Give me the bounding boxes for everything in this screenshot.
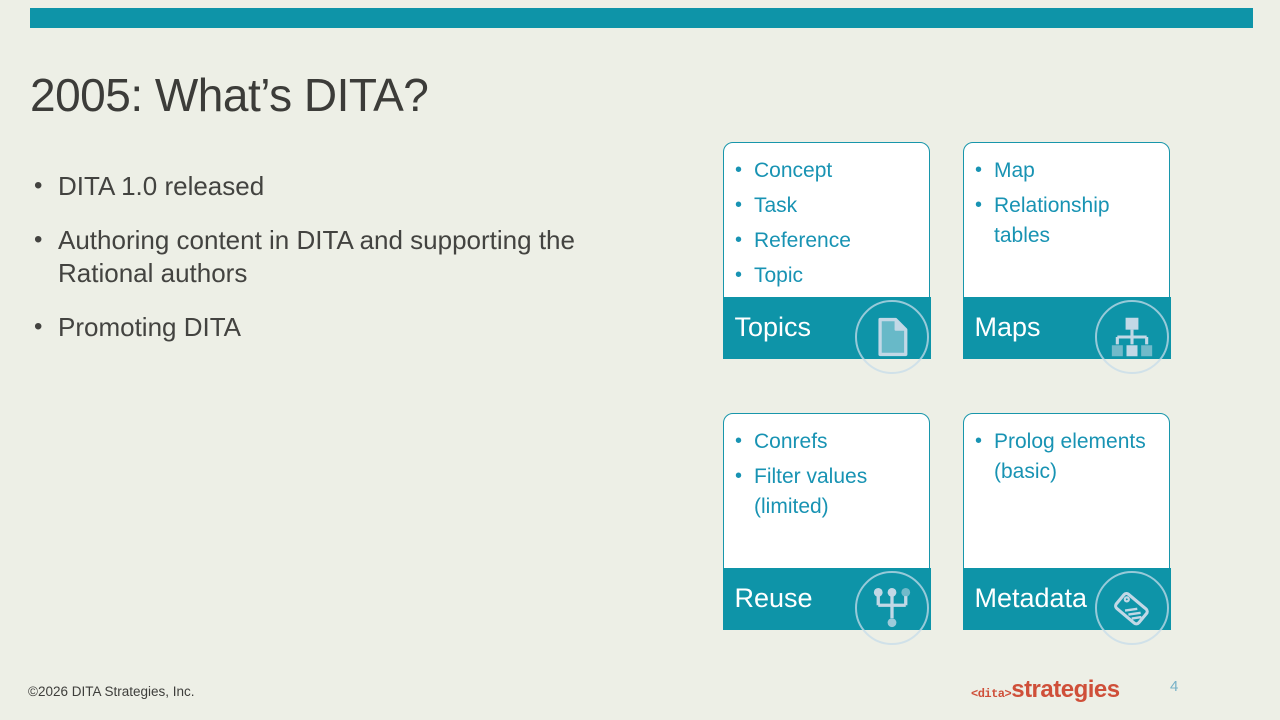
- card-list-item: Prolog elements (basic): [974, 426, 1163, 487]
- bullet-list: DITA 1.0 released Authoring content in D…: [32, 169, 672, 365]
- card-metadata-label: Metadata: [974, 583, 1088, 613]
- footer-copyright: ©2026 DITA Strategies, Inc.: [28, 684, 195, 699]
- card-maps-label: Maps: [974, 312, 1041, 342]
- card-list-item: Map: [974, 155, 1163, 186]
- card-list-item: Task: [734, 190, 923, 221]
- slide-title: 2005: What’s DITA?: [30, 69, 429, 121]
- card-list-item: Topic: [734, 260, 923, 291]
- card-list-item: Concept: [734, 155, 923, 186]
- card-topics: Concept Task Reference Topic Topics: [722, 142, 931, 374]
- feature-cards-grid: Concept Task Reference Topic Topics Map …: [722, 142, 1171, 645]
- card-topics-list: Concept Task Reference Topic: [724, 143, 929, 291]
- card-list-item: Filter values (limited): [734, 461, 923, 522]
- bullet-item: DITA 1.0 released: [32, 169, 672, 203]
- bullet-item: Authoring content in DITA and supporting…: [32, 223, 672, 290]
- card-reuse-list: Conrefs Filter values (limited): [724, 414, 929, 522]
- card-metadata-list: Prolog elements (basic): [964, 414, 1169, 487]
- card-list-item: Reference: [734, 225, 923, 256]
- sitemap-icon: [1095, 300, 1169, 374]
- document-icon: [855, 300, 929, 374]
- card-reuse: Conrefs Filter values (limited) Reuse: [722, 413, 931, 645]
- logo-strategies-text: strategies: [1011, 676, 1120, 703]
- card-maps-list: Map Relationship tables: [964, 143, 1169, 251]
- merge-icon: [855, 571, 929, 645]
- card-topics-label: Topics: [734, 312, 812, 342]
- card-reuse-label: Reuse: [734, 583, 813, 613]
- card-list-item: Conrefs: [734, 426, 923, 457]
- bullet-item: Promoting DITA: [32, 310, 672, 344]
- top-accent-band: [30, 8, 1253, 28]
- dita-strategies-logo: <dita>strategies: [971, 676, 1120, 704]
- card-list-item: Relationship tables: [974, 190, 1163, 251]
- tag-icon: [1095, 571, 1169, 645]
- logo-dita-tag: <dita>: [971, 687, 1012, 701]
- page-number: 4: [1170, 678, 1179, 695]
- card-maps: Map Relationship tables Maps: [962, 142, 1171, 374]
- card-metadata: Prolog elements (basic) Metadata: [962, 413, 1171, 645]
